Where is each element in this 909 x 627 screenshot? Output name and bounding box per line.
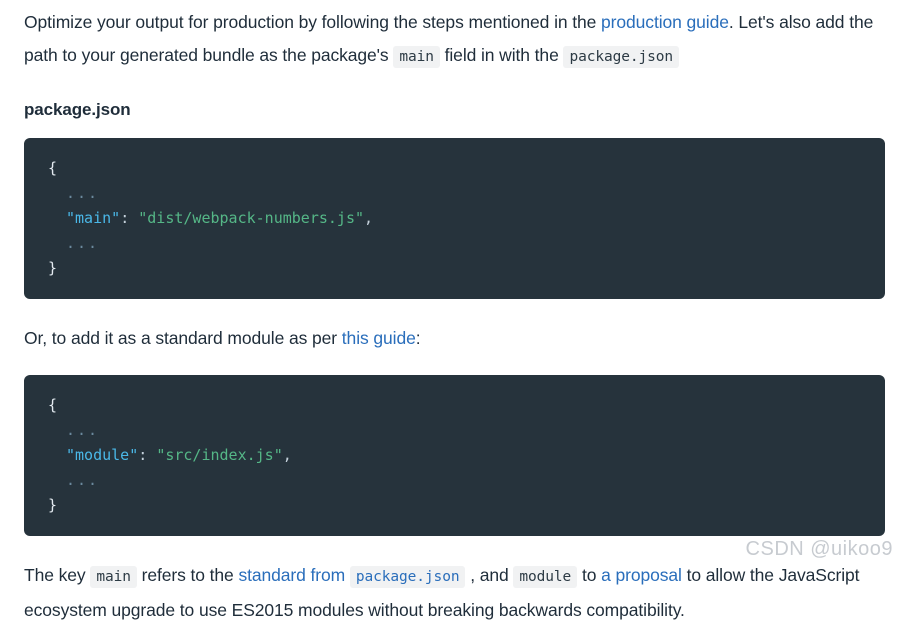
code1-ellipsis-top: ... [66,184,100,202]
intro-text-seg1: Optimize your output for production by f… [24,12,602,32]
intro-paragraph: Optimize your output for production by f… [24,0,885,74]
package-json-heading-wrap: package.json [24,74,885,120]
bottom-text-seg5: to [577,565,602,585]
code1-value-main: "dist/webpack-numbers.js" [138,209,365,227]
intro-paragraph-wrap: Optimize your output for production by f… [24,0,885,74]
bottom-text-seg2: refers to the [136,565,239,585]
code2-close-brace: } [48,496,58,514]
inline-code-module: module [513,566,578,588]
code-block-2-wrap: { ... "module": "src/index.js", ... } [24,355,885,536]
inline-code-main: main [393,46,440,68]
a-proposal-link[interactable]: a proposal [601,565,682,585]
code2-key-module: "module" [66,446,139,464]
code2-ellipsis-top: ... [66,421,100,439]
code2-ellipsis-bottom: ... [66,471,100,489]
this-guide-link[interactable]: this guide [341,328,416,348]
intro-text-seg2: . Let's also add the path to your genera… [24,12,874,65]
code-block-1-wrap: { ... "main": "dist/webpack-numbers.js",… [24,120,885,299]
mid-paragraph-wrap: Or, to add it as a standard module as pe… [24,299,885,355]
code2-open-brace: { [48,396,58,414]
inline-code-package-json-link[interactable]: package.json [349,566,466,588]
intro-text-seg3: field in with the [439,45,564,65]
code-block-module[interactable]: { ... "module": "src/index.js", ... } [24,375,885,536]
bottom-text-seg1: The key [24,565,91,585]
code1-comma: , [364,209,374,227]
inline-code-main-2: main [90,566,137,588]
code1-open-brace: { [48,159,58,177]
code2-comma: , [282,446,292,464]
code2-colon: : [138,446,148,464]
bottom-text-seg4: , and [465,565,514,585]
code1-key-main: "main" [66,209,121,227]
standard-from-link[interactable]: standard from [238,565,346,585]
mid-paragraph: Or, to add it as a standard module as pe… [24,322,885,355]
bottom-paragraph-wrap: The key main refers to the standard from… [24,536,885,627]
production-guide-link[interactable]: production guide [601,12,729,32]
code-block-package-json[interactable]: { ... "main": "dist/webpack-numbers.js",… [24,138,885,299]
inline-code-package-json: package.json [563,46,680,68]
code1-close-brace: } [48,259,58,277]
code1-colon: : [120,209,130,227]
code2-value-module: "src/index.js" [156,446,283,464]
mid-text-seg1: Or, to add it as a standard module as pe… [24,328,342,348]
code1-ellipsis-bottom: ... [66,234,100,252]
package-json-heading: package.json [24,100,131,119]
bottom-paragraph: The key main refers to the standard from… [24,559,885,627]
mid-text-seg2: : [415,328,421,348]
